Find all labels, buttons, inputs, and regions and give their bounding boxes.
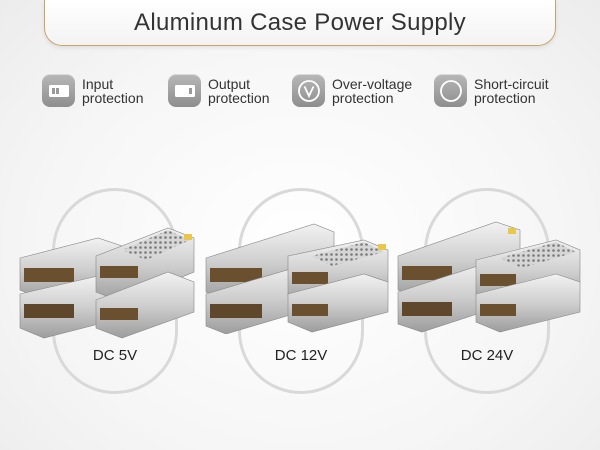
feature-output-protection: Output protection bbox=[168, 74, 269, 107]
over-voltage-icon bbox=[292, 74, 325, 107]
product-label-24v: DC 24V bbox=[460, 347, 514, 364]
feature-label-line2: protection bbox=[82, 89, 144, 106]
feature-list: Input protection Output protection Over-… bbox=[42, 74, 572, 110]
feature-label-line1: Output bbox=[208, 75, 251, 92]
feature-label-line2: protection bbox=[332, 89, 394, 106]
feature-input-protection: Input protection bbox=[42, 74, 143, 107]
feature-label-line2: protection bbox=[208, 89, 270, 106]
product-label-12v: DC 12V bbox=[274, 347, 328, 364]
feature-short-circuit-protection: Short-circuit protection bbox=[434, 74, 549, 107]
input-protection-icon bbox=[42, 74, 75, 107]
power-supply-24v-image bbox=[397, 221, 581, 333]
feature-label-line1: Over-voltage bbox=[332, 75, 413, 92]
power-supply-12v-image bbox=[205, 223, 389, 334]
feature-label-line1: Input bbox=[82, 75, 114, 92]
page-title: Aluminum Case Power Supply bbox=[134, 8, 466, 36]
feature-label-line2: protection bbox=[474, 89, 536, 106]
title-banner: Aluminum Case Power Supply bbox=[44, 0, 556, 46]
product-label-5v: DC 5V bbox=[92, 347, 138, 364]
output-protection-icon bbox=[168, 74, 201, 107]
power-supply-5v-image bbox=[19, 227, 195, 339]
feature-label-line1: Short-circuit bbox=[474, 75, 549, 92]
short-circuit-icon bbox=[434, 74, 467, 107]
feature-over-voltage-protection: Over-voltage protection bbox=[292, 74, 412, 107]
